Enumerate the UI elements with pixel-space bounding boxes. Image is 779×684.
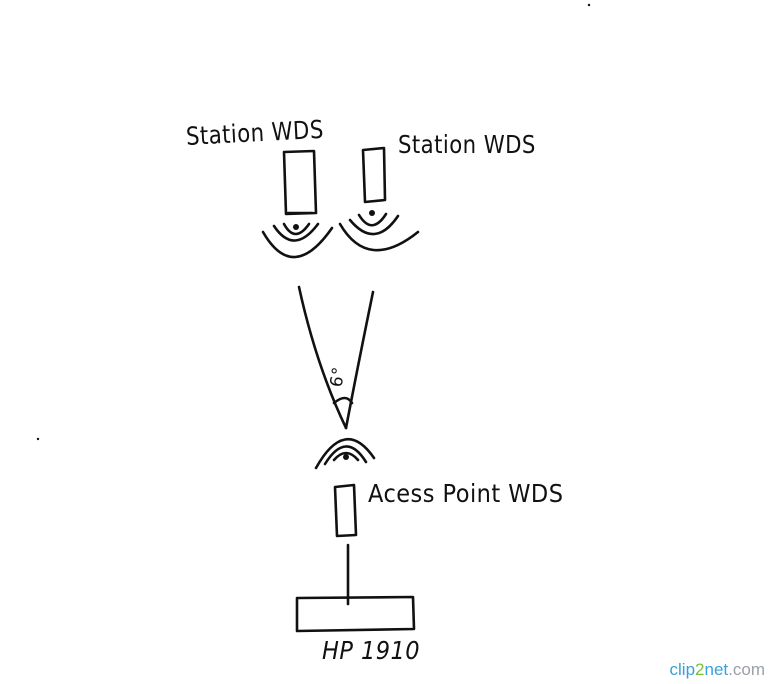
signal-beam bbox=[297, 285, 375, 430]
switch-device bbox=[295, 595, 416, 633]
beam-angle-label: 6° bbox=[326, 365, 350, 389]
wifi-waves-icon bbox=[314, 438, 376, 470]
access-point-device bbox=[333, 483, 358, 538]
watermark-logo: clip2net.com bbox=[670, 660, 765, 680]
watermark-part: .com bbox=[728, 660, 765, 679]
watermark-part: net bbox=[704, 660, 729, 679]
switch-label: HP 1910 bbox=[322, 636, 421, 665]
wifi-waves-icon bbox=[338, 210, 420, 252]
watermark-part: clip bbox=[669, 660, 696, 679]
station-1-device bbox=[282, 149, 318, 216]
station-2-label: Station WDS bbox=[398, 130, 536, 159]
access-point-label: Acess Point WDS bbox=[368, 479, 564, 508]
stray-dot bbox=[587, 3, 591, 7]
stray-dot bbox=[36, 437, 40, 441]
watermark-part: 2 bbox=[695, 660, 705, 679]
wifi-waves-icon bbox=[261, 222, 334, 259]
station-2-device bbox=[361, 146, 387, 204]
